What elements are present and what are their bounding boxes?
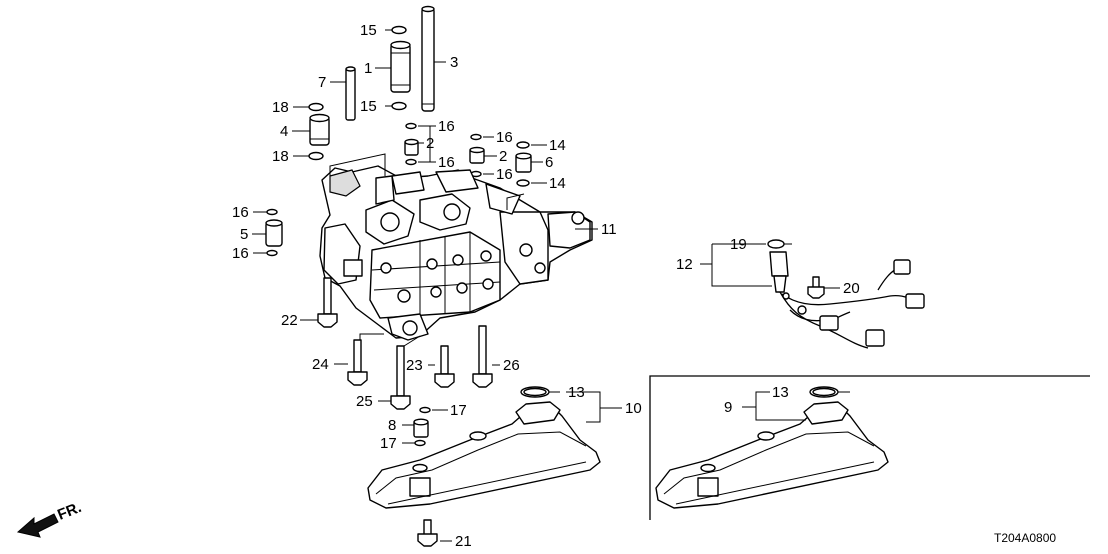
callout-14b: 14 (549, 175, 566, 192)
valve-body (319, 165, 593, 341)
callout-15a: 15 (360, 22, 377, 39)
callout-9: 9 (724, 399, 732, 416)
callout-6: 6 (545, 154, 553, 171)
bolt-22 (317, 277, 338, 328)
sleeve-2a (404, 138, 419, 156)
callout-4: 4 (280, 123, 288, 140)
sleeve-8 (413, 418, 429, 438)
callout-20: 20 (843, 280, 860, 297)
callout-17a: 17 (450, 402, 467, 419)
callout-5: 5 (240, 226, 248, 243)
callout-23: 23 (406, 357, 423, 374)
callout-21: 21 (455, 533, 472, 550)
callout-25: 25 (356, 393, 373, 410)
callout-1: 1 (364, 60, 372, 77)
sleeve-2b (469, 146, 485, 164)
alternate-part-frame (649, 375, 1090, 520)
direction-label: FR. (55, 499, 84, 524)
sleeve-4 (309, 113, 330, 146)
callout-18b: 18 (272, 148, 289, 165)
callout-22: 22 (281, 312, 298, 329)
callout-19: 19 (730, 236, 747, 253)
front-direction-arrow: FR. (16, 499, 84, 538)
callout-26: 26 (503, 357, 520, 374)
callout-16a: 16 (232, 204, 249, 221)
callout-16c: 16 (438, 118, 455, 135)
callout-10: 10 (625, 400, 642, 417)
sleeve-6 (515, 152, 532, 173)
callout-11: 11 (601, 221, 617, 238)
o-rings (266, 25, 839, 447)
bolt-23 (434, 345, 455, 388)
callout-16d: 16 (438, 154, 455, 171)
callout-16e: 16 (496, 129, 513, 146)
callout-2b: 2 (499, 148, 507, 165)
callout-16f: 16 (496, 166, 513, 183)
callout-17b: 17 (380, 435, 397, 452)
bolt-21 (417, 519, 438, 547)
pipe-7 (345, 66, 356, 121)
part-code: T204A0800 (994, 531, 1056, 545)
sensor-harness (769, 251, 925, 349)
strainer-9 (655, 401, 889, 509)
callout-13b: 13 (772, 384, 789, 401)
strainer-10 (367, 401, 601, 509)
bolt-20 (807, 276, 825, 299)
callout-8: 8 (388, 417, 396, 434)
callout-18a: 18 (272, 99, 289, 116)
callout-labels: 15 1 15 3 7 18 4 18 16 5 16 16 2 16 16 2… (232, 22, 860, 550)
callout-2a: 2 (426, 135, 434, 152)
callout-13a: 13 (568, 384, 585, 401)
callout-7: 7 (318, 74, 326, 91)
sleeve-5 (265, 219, 283, 247)
callout-24: 24 (312, 356, 329, 373)
bolt-24 (347, 339, 368, 386)
callout-14a: 14 (549, 137, 566, 154)
callout-15b: 15 (360, 98, 377, 115)
callout-16b: 16 (232, 245, 249, 262)
pipe-3 (421, 5, 435, 112)
bolt-26 (472, 325, 493, 388)
leader-lines (252, 29, 850, 542)
callout-12: 12 (676, 256, 693, 273)
pipe-1 (390, 40, 411, 93)
bolt-25 (390, 345, 411, 410)
callout-3: 3 (450, 54, 458, 71)
